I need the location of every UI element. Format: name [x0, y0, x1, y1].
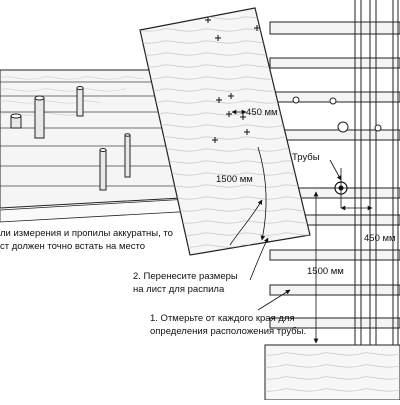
label-450-right: 450 мм	[364, 233, 396, 244]
label-450-top: 450 мм	[246, 107, 278, 118]
pipe	[34, 95, 45, 139]
pipe	[124, 133, 131, 178]
step2-line1: 2. Перенесите размеры	[133, 271, 238, 282]
plywood-sheet	[139, 7, 311, 256]
pipe	[10, 113, 22, 129]
dimension-labels: 450 мм 1500 мм Трубы 450 мм 1500 мм	[216, 107, 396, 277]
pipe-location-marker	[321, 168, 361, 208]
step3-line1: ли измерения и пропилы аккуратны, то	[0, 228, 173, 239]
pipe	[99, 148, 107, 191]
floor-sheet-bottom	[264, 344, 400, 401]
step2-line2: на лист для распила	[133, 284, 225, 295]
dimension-lines	[229, 109, 373, 344]
step1-line1: 1. Отмерьте от каждого края для	[150, 313, 295, 324]
label-pipes: Трубы	[292, 152, 320, 163]
label-1500-sheet: 1500 мм	[216, 174, 253, 185]
label-1500-bottom: 1500 мм	[307, 266, 344, 277]
instruction-steps: ли измерения и пропилы аккуратны, то ст …	[0, 228, 306, 337]
step3-line2: ст должен точно встать на место	[0, 241, 145, 252]
step1-line2: определения расположения трубы.	[150, 326, 306, 337]
pipe	[76, 86, 84, 117]
